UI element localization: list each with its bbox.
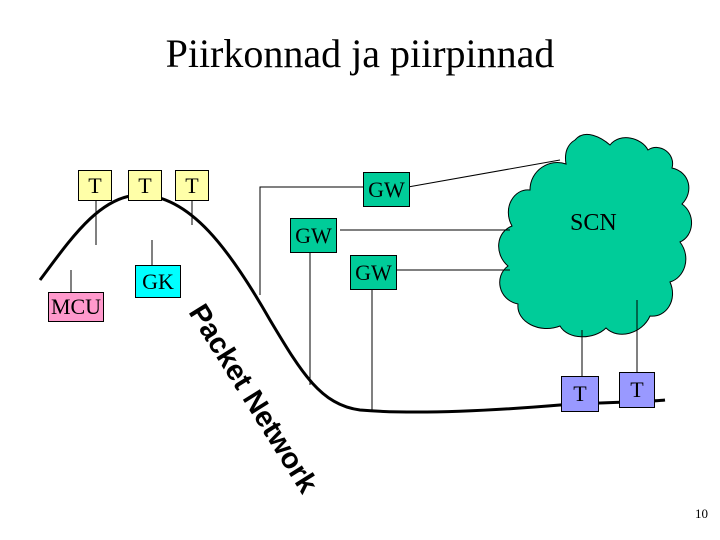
gateway-middle: GW	[290, 218, 337, 253]
gateway-lower-label: GW	[355, 259, 392, 285]
terminal-1: T	[78, 170, 112, 201]
scn-terminal-1-label: T	[573, 381, 587, 406]
gateway-top: GW	[363, 172, 410, 207]
mcu-label: MCU	[50, 294, 102, 319]
gateway-top-label: GW	[368, 176, 405, 202]
mcu-box: MCU	[48, 292, 104, 322]
packet-network-label: Packet Network	[182, 299, 324, 500]
scn-cloud	[498, 133, 692, 338]
scn-terminal-1: T	[561, 376, 599, 412]
page-number: 10	[695, 506, 708, 521]
slide-title: Piirkonnad ja piirpinnad	[165, 31, 555, 76]
scn-terminal-2-label: T	[630, 377, 644, 402]
gateway-lower: GW	[350, 255, 397, 290]
terminal-3: T	[175, 170, 209, 201]
gateway-middle-label: GW	[295, 222, 332, 248]
gatekeeper-box: GK	[135, 265, 181, 298]
scn-label: SCN	[570, 210, 617, 236]
terminal-2-label: T	[138, 172, 152, 198]
scn-terminal-2: T	[619, 372, 655, 408]
terminal-3-label: T	[185, 172, 199, 198]
gatekeeper-label: GK	[142, 268, 174, 294]
terminal-2: T	[128, 170, 162, 201]
terminal-1-label: T	[88, 172, 102, 198]
